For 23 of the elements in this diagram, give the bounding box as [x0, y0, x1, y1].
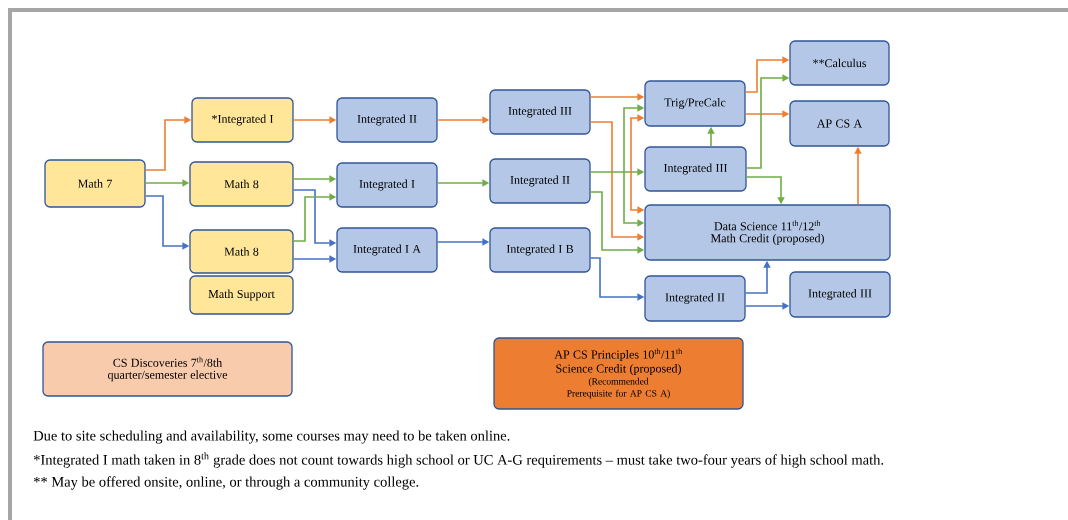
course-box: AP CS A — [789, 100, 890, 147]
course-box: Integrated III — [489, 89, 591, 135]
course-box: Math 8 — [189, 229, 294, 274]
course-box: Math 7 — [44, 159, 146, 208]
course-box: Math Support — [189, 275, 294, 315]
footnote-text: Due to site scheduling and availability, some courses may need to be taken online. — [33, 430, 510, 444]
course-box: Integrated II — [489, 158, 591, 204]
course-box: AP CS Principles 10$^{th}$/11$^{th}$ Science Credit (proposed) (Recommended Prerequisite for AP CS A) — [493, 337, 744, 410]
course-box: Integrated III — [789, 271, 891, 318]
course-box: Integrated I — [336, 162, 438, 208]
footnote-text: ** May be offered onsite, online, or through a community college. — [33, 476, 419, 490]
course-box: Integrated II — [644, 275, 746, 322]
course-box: Integrated I B — [489, 227, 591, 273]
course-box: **Calculus — [789, 40, 890, 86]
course-box: CS Discoveries 7$^{th}$/8th quarter/semester elective — [42, 341, 293, 397]
course-box: *Integrated I — [191, 97, 294, 143]
course-box: Trig/PreCalc — [644, 80, 746, 127]
course-box: Integrated I A — [336, 227, 438, 273]
course-box: Data Science 11$^{th}$/12$^{th}$ Math Credit (proposed) — [644, 204, 891, 261]
course-box: Integrated II — [336, 97, 438, 143]
footnote-text: *Integrated I math taken in 8$^{th}$ grade does not count towards high school or UC A-G requirements – must take two-four years of high school math. — [33, 452, 884, 468]
course-box: Math 8 — [189, 161, 294, 207]
course-box: Integrated III — [644, 146, 747, 192]
